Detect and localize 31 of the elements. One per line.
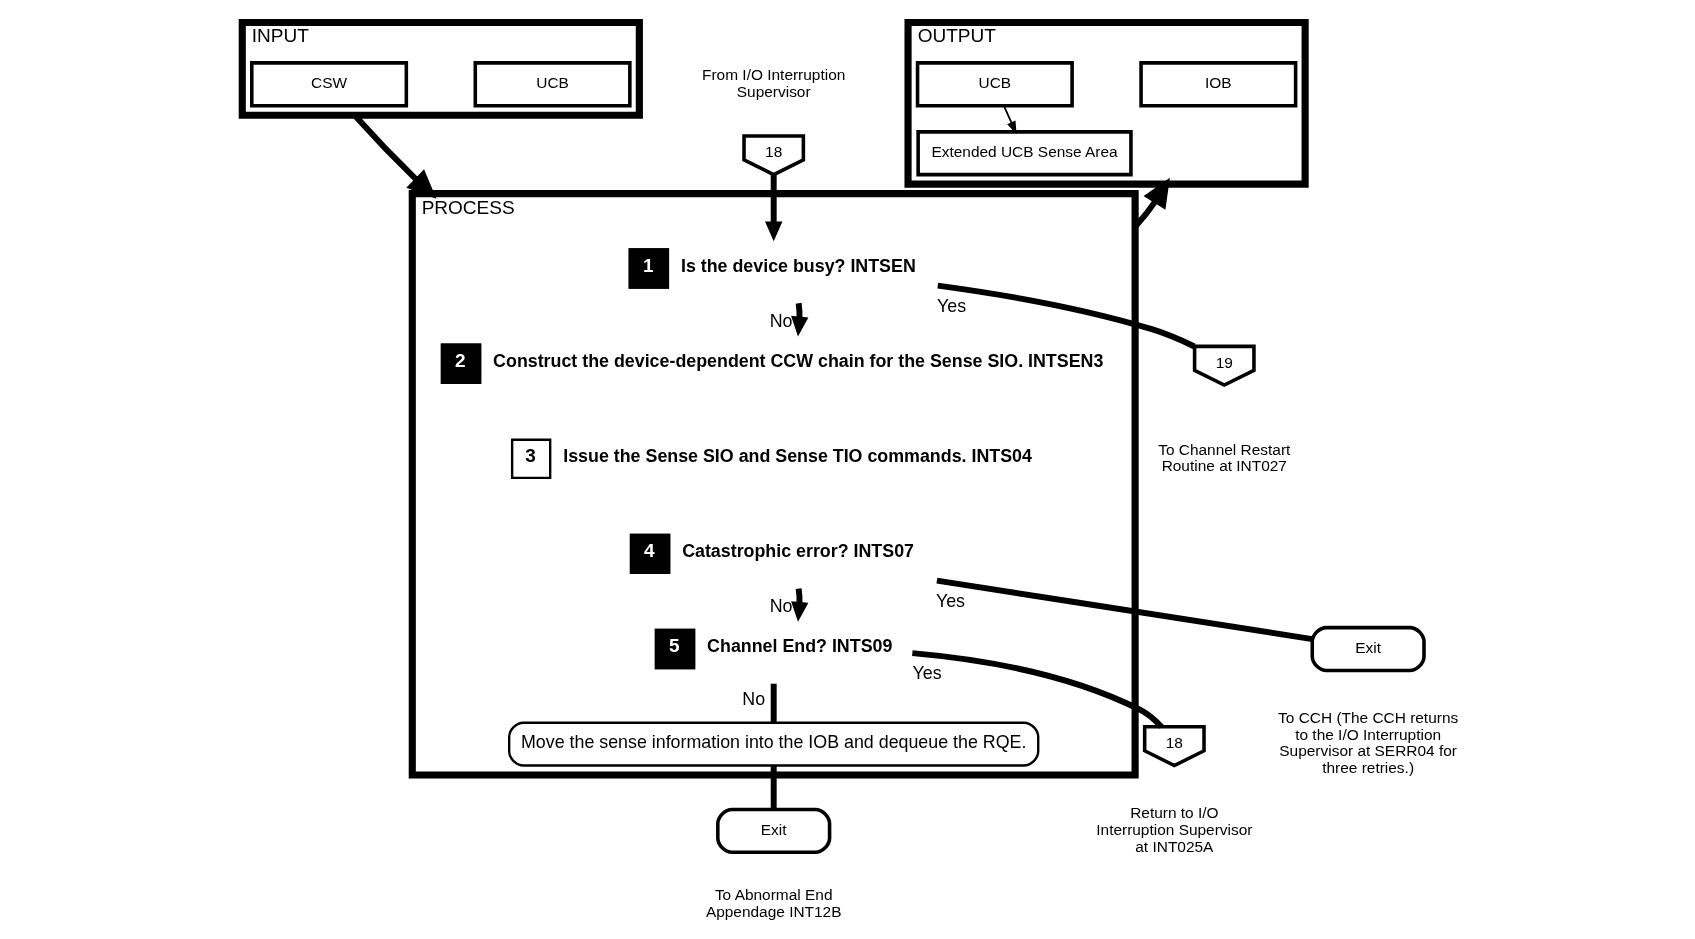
node-label: Return to I/O Interruption Supervisor at INT025A: [1095, 804, 1252, 855]
connector: [911, 650, 1164, 729]
node-box: UCB: [473, 61, 632, 108]
node-label: From I/O Interruption Supervisor: [701, 66, 845, 100]
node-label: Catastrophic error? INTS07: [681, 540, 914, 561]
node-label: To Abnormal End Appendage INT12B: [705, 886, 841, 920]
node-label: Construct the device-dependent CCW chain for the Sense SIO. INTSEN3: [492, 350, 1103, 371]
arrow: [1002, 104, 1017, 135]
edge-label: Yes: [936, 295, 966, 316]
edge-label: Yes: [912, 662, 942, 683]
node-box: Extended UCB Sense Area: [915, 130, 1133, 177]
connector: [770, 683, 777, 723]
edge-label: No: [769, 310, 792, 331]
connector: [935, 577, 1313, 643]
connector: [770, 765, 777, 810]
node-label: Is the device busy? INTSEN: [680, 255, 916, 276]
edge-label: No: [741, 688, 765, 709]
node-box: Move the sense information into the IOB and dequeue the RQE.: [507, 721, 1039, 767]
edge-label: Yes: [935, 591, 965, 612]
node-label: To CCH (The CCH returns to the I/O Interruption Supervisor at SERR04 for three retries.): [1277, 709, 1458, 777]
node-label: Issue the Sense SIO and Sense TIO commands. INTS04: [562, 445, 1032, 466]
node-box: IOB: [1138, 61, 1297, 108]
arrow: [764, 175, 782, 242]
node-box: Exit: [715, 807, 831, 855]
node-label: Channel End? INTS09: [706, 635, 892, 656]
node-box: CSW: [249, 61, 408, 108]
connector: [936, 282, 1196, 350]
node-label: To Channel Restart Routine at INT027: [1157, 440, 1290, 475]
node-box: UCB: [915, 61, 1074, 108]
edge-label: No: [769, 596, 792, 617]
node-box: Exit: [1309, 625, 1426, 673]
